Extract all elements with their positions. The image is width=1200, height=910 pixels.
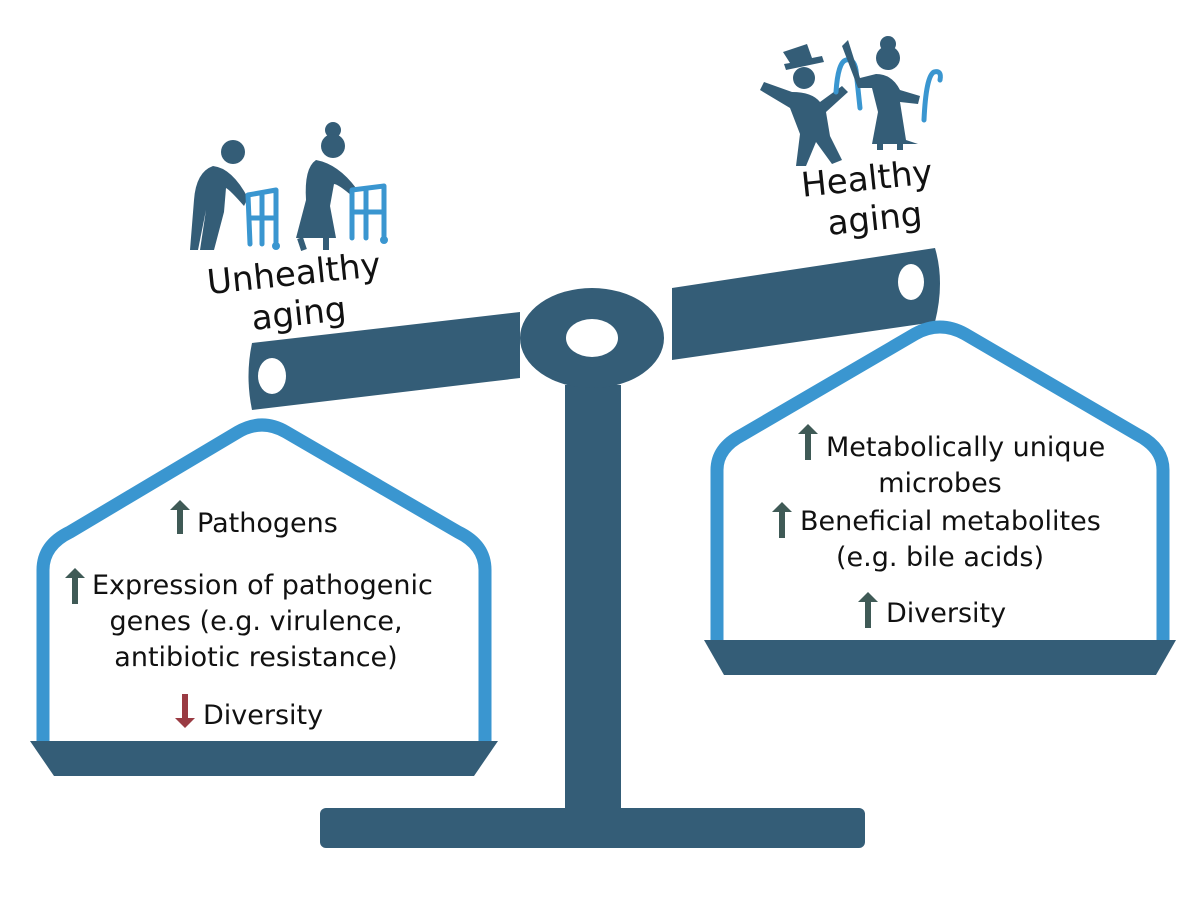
right-item-microbes-line2: microbes <box>878 468 1002 499</box>
right-item-microbes-line1: Metabolically unique <box>826 432 1105 463</box>
left-item-pathogens: Pathogens <box>197 508 338 539</box>
beam-left-hole <box>258 358 286 394</box>
left-item-expression-line2: genes (e.g. virulence, <box>109 606 402 637</box>
left-pan <box>30 418 498 776</box>
left-pan-outline <box>36 418 492 745</box>
left-item-diversity: Diversity <box>203 700 323 731</box>
right-item-metabolites-line2: (e.g. bile acids) <box>836 542 1044 573</box>
dancing-woman-cane-icon <box>842 36 943 150</box>
right-item-diversity: Diversity <box>886 598 1006 629</box>
up-arrow-icon <box>858 592 878 628</box>
up-arrow-icon <box>772 502 792 538</box>
up-arrow-icon <box>65 568 85 604</box>
right-item-metabolites-line1: Beneficial metabolites <box>800 506 1101 537</box>
left-item-expression-line3: antibiotic resistance) <box>114 642 397 673</box>
unhealthy-heading-line2: aging <box>250 289 349 339</box>
healthy-heading-line2: aging <box>826 194 925 244</box>
beam-right-hole <box>898 264 924 300</box>
elderly-woman-walker-icon <box>296 122 388 251</box>
left-pan-tray <box>30 741 498 776</box>
up-arrow-icon <box>170 500 190 534</box>
right-pan <box>704 320 1176 675</box>
dancing-man-cane-icon <box>760 44 863 166</box>
scale-stand <box>565 385 621 815</box>
right-pan-outline <box>710 320 1170 640</box>
scale-pivot-hole <box>566 319 618 357</box>
scale-beam <box>248 248 940 410</box>
right-pan-tray <box>704 640 1176 675</box>
down-arrow-icon <box>175 694 195 728</box>
up-arrow-icon <box>798 424 818 460</box>
scale-base <box>320 808 865 848</box>
left-item-expression-line1: Expression of pathogenic <box>92 570 433 601</box>
elderly-man-walker-icon <box>190 140 280 250</box>
